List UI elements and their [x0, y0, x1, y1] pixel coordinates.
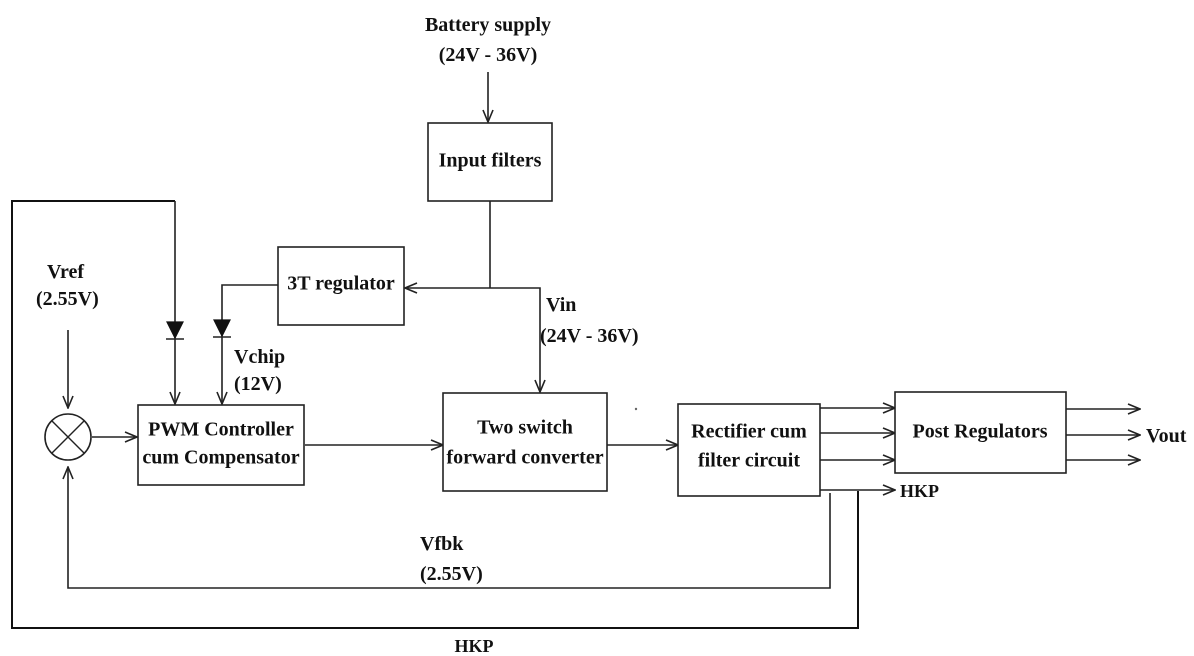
3t-regulator-block: 3T regulator [277, 246, 405, 326]
input-filters-label: Input filters [439, 150, 542, 172]
rectifier-label-1: Rectifier cum [691, 421, 807, 443]
forward-converter-block: Two switch forward converter [442, 392, 608, 492]
vchip-label-1: Vchip [234, 346, 285, 368]
vout-label: Vout [1146, 425, 1187, 447]
vin-label-2: (24V - 36V) [540, 325, 639, 347]
vfbk-label-1: Vfbk [420, 533, 464, 555]
hkp-loop-wire [11, 200, 859, 629]
vref-label-1: Vref [47, 261, 84, 283]
vfbk-feedback-wire [68, 467, 831, 589]
input-filters-block: Input filters [427, 122, 553, 202]
vref-label-2: (2.55V) [36, 288, 99, 310]
pwm-controller-label-2: cum Compensator [142, 447, 299, 469]
hkp-right-label: HKP [900, 481, 939, 501]
vchip-diode-icon [213, 319, 231, 338]
post-regulators-block: Post Regulators [894, 391, 1067, 474]
summing-junction [44, 413, 92, 461]
stray-dot [634, 407, 638, 411]
rectifier-label-2: filter circuit [698, 450, 800, 472]
3t-regulator-label: 3T regulator [287, 273, 395, 295]
vin-label-1: Vin [546, 294, 576, 316]
forward-converter-label-2: forward converter [446, 447, 603, 469]
vchip-label-2: (12V) [234, 373, 282, 395]
pwm-controller-block: PWM Controller cum Compensator [137, 404, 305, 486]
pwm-controller-label-1: PWM Controller [148, 419, 294, 441]
hkp-bottom-label: HKP [455, 636, 494, 656]
vin-wire [490, 287, 540, 392]
battery-supply-label-1: Battery supply [425, 14, 551, 36]
forward-converter-label-1: Two switch [477, 417, 573, 439]
post-regulators-label: Post Regulators [913, 421, 1048, 443]
rectifier-block: Rectifier cum filter circuit [677, 403, 821, 497]
vfbk-label-2: (2.55V) [420, 563, 483, 585]
hkp-diode-icon [166, 321, 184, 340]
vchip-wire [222, 284, 278, 404]
battery-supply-label-2: (24V - 36V) [439, 44, 538, 66]
